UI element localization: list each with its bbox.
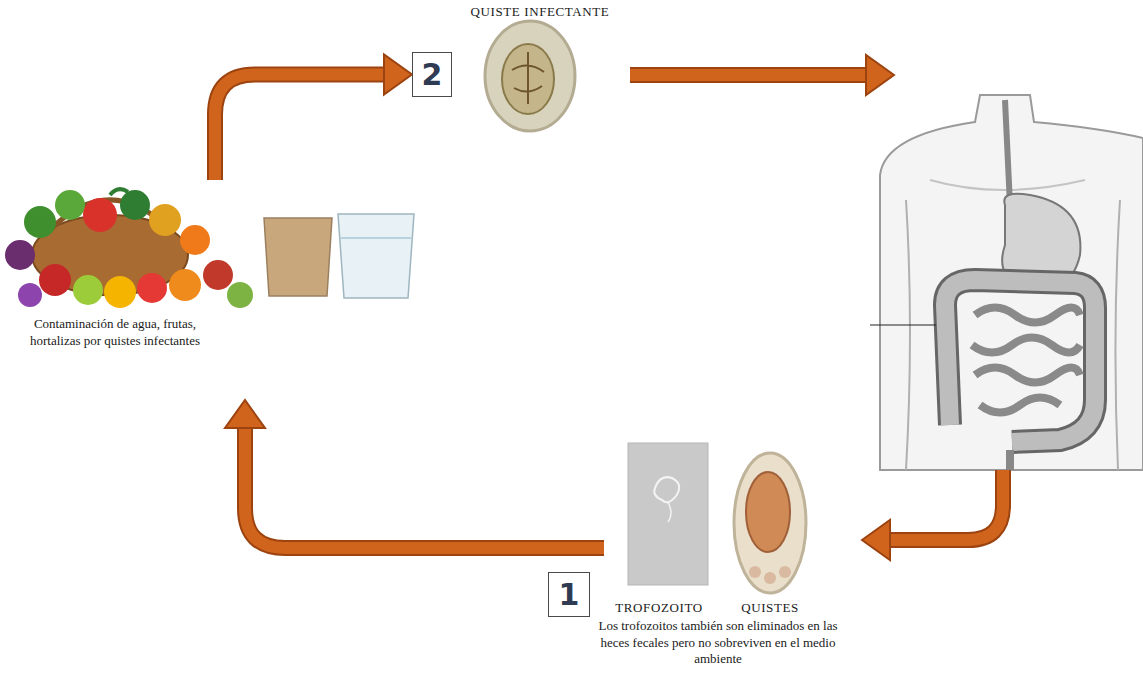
fruit (55, 190, 85, 220)
cysts-image (734, 453, 806, 593)
fruit (104, 276, 136, 308)
cyst-stage: QUISTES (728, 450, 812, 616)
leaf (110, 189, 128, 195)
cyst-body (502, 44, 554, 114)
cycle-arrow (225, 400, 604, 548)
cyst-wall (734, 453, 806, 593)
esophagus (1005, 100, 1010, 205)
human-torso (870, 95, 1143, 470)
fruit (120, 190, 150, 220)
fruit (227, 282, 253, 308)
dirty-water-glass (264, 218, 332, 296)
fruit (39, 264, 71, 296)
arrow-head (866, 55, 894, 95)
debris (764, 572, 776, 584)
fruit (5, 240, 35, 270)
arrow-head (862, 520, 890, 560)
micrograph (628, 443, 708, 585)
infective-cyst: QUISTE INFECTANTE (456, 4, 624, 132)
flagellum (668, 502, 671, 522)
infective-cyst-image (485, 21, 575, 131)
small-intestine (972, 308, 1080, 413)
trophozoite-image (628, 443, 708, 585)
torso-outline (880, 95, 1143, 470)
callout-number: 1 (559, 580, 580, 610)
water-glasses (264, 214, 414, 298)
fruit (203, 260, 233, 290)
fruit-basket (5, 189, 253, 308)
arrow-band-outline (630, 67, 868, 83)
fruit (73, 275, 103, 305)
debris (749, 566, 761, 578)
rectum (1006, 450, 1014, 470)
arrow-band (215, 75, 386, 181)
fruit (169, 269, 201, 301)
fruit (149, 204, 181, 236)
arrow-band (245, 426, 604, 548)
cycle-arrow (215, 55, 412, 181)
fruit (180, 225, 210, 255)
trophozoite-cell (654, 477, 679, 502)
fruit (83, 198, 117, 232)
cyst-body (746, 472, 790, 552)
callout-number: 2 (422, 60, 443, 90)
arrow-head (384, 55, 412, 95)
arrow-band (888, 470, 1003, 540)
cyst-structures (512, 52, 544, 104)
cycle-arrow (630, 55, 894, 95)
stage-label: QUISTES (741, 600, 799, 616)
callout-box: 1 (548, 572, 590, 617)
cyst-wall (485, 21, 575, 131)
note-text: Los trofozoitos también son eliminados e… (598, 618, 838, 668)
stage-label: QUISTE INFECTANTE (471, 4, 610, 20)
clear-water-glass (338, 214, 414, 298)
fruit (137, 273, 167, 303)
debris (779, 566, 791, 578)
arrow-band-outline (888, 470, 1003, 540)
arrow-head (225, 400, 265, 428)
large-intestine (945, 280, 1095, 442)
stage-label: Contaminación de agua, frutas, hortaliza… (20, 316, 210, 349)
cycle-arrow (862, 470, 1003, 560)
right-arm-line (1115, 200, 1120, 470)
arrow-band-outline (245, 426, 604, 548)
water-line (341, 237, 411, 239)
left-arm-line (906, 200, 910, 470)
fruit (18, 283, 42, 307)
large-intestine-outline (945, 280, 1095, 442)
trophozoite-stage: TROFOZOITO (604, 440, 714, 616)
arrow-band-outline (215, 75, 386, 181)
arrow-band (630, 69, 868, 81)
fruit (24, 206, 56, 238)
leader-line (870, 325, 936, 326)
stage-label: TROFOZOITO (615, 600, 702, 616)
contamination-source: Contaminación de agua, frutas, hortaliza… (4, 180, 420, 400)
callout-box: 2 (412, 52, 452, 97)
